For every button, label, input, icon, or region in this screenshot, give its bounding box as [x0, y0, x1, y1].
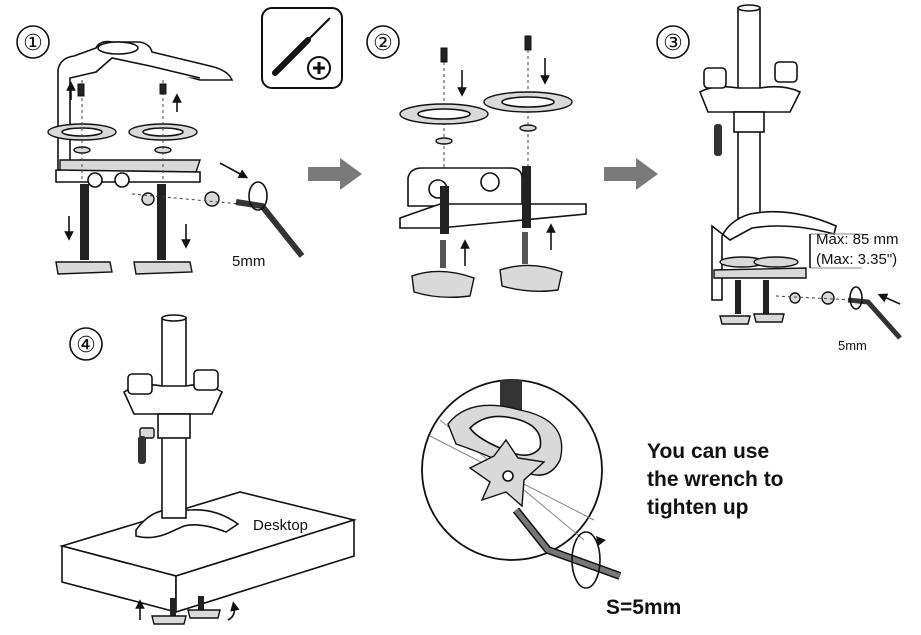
step-1-badge — [16, 25, 50, 59]
step-2-clamp-illustration — [399, 35, 587, 299]
note-line-2: the wrench to — [647, 468, 784, 491]
step-1: ① — [16, 25, 305, 275]
wrench-detail: S=5mm — [421, 379, 681, 619]
wrench-note: You can use the wrench to tighten up — [647, 440, 784, 519]
step-2-number: ② — [373, 31, 393, 56]
step-4-number: ④ — [76, 333, 96, 358]
step-3-number: ③ — [663, 31, 683, 56]
next-step-arrow — [604, 158, 658, 190]
step-3-max-in: (Max: 3.35") — [816, 251, 897, 268]
step-4-desktop-label: Desktop — [253, 517, 308, 534]
step-3-badge — [656, 25, 690, 59]
note-line-1: You can use — [647, 440, 769, 463]
step-4-badge — [69, 327, 103, 361]
next-step-arrow — [308, 158, 362, 190]
note-line-3: tighten up — [647, 496, 748, 519]
step-3-max-mm: Max: 85 mm — [816, 231, 899, 248]
step-1-size-label: 5mm — [232, 253, 265, 270]
step-3: ③ M — [656, 4, 902, 353]
wrench-size-label: S=5mm — [606, 596, 681, 619]
step-1-clamp-illustration: 5mm — [47, 40, 305, 275]
step-3-stand-illustration — [698, 4, 902, 340]
step-1-number: ① — [23, 31, 43, 56]
step-4: ④ Desktop — [59, 314, 357, 625]
step-4-desk-illustration — [59, 314, 357, 625]
screwdriver-plus-icon — [261, 7, 343, 89]
step-2: ② — [366, 25, 587, 299]
step-3-size-label: 5mm — [838, 338, 867, 353]
step-2-badge — [366, 25, 400, 59]
